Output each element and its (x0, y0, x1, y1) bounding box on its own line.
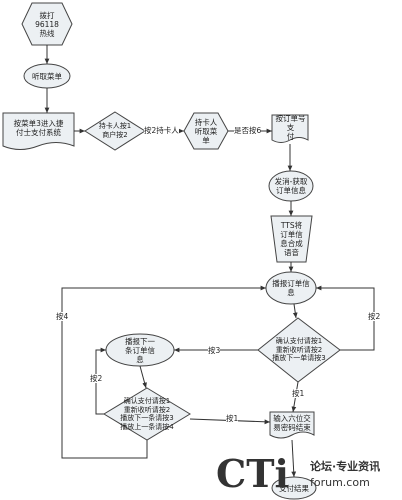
tts-shape (270, 215, 313, 263)
edge-next-confirm (139, 365, 147, 389)
edge-pin-result (291, 439, 297, 478)
play-next-shape (105, 333, 175, 367)
enter-order-shape (271, 114, 309, 143)
watermark-logo: CTi (216, 451, 289, 496)
label-press4-left: 按4 (56, 312, 69, 321)
label-press3: 按3 (208, 346, 221, 355)
watermark-line2: forum.com (310, 476, 370, 489)
watermark: CTi 论坛·专业资讯 forum.com (214, 452, 392, 498)
send-msg-shape (268, 170, 314, 202)
label-press2-right: 按2 (368, 312, 381, 321)
label-press1-mid: 按1 (292, 389, 305, 398)
confirm-main-shape (257, 317, 341, 383)
cardholder-menu-shape (183, 112, 229, 150)
edge-back-to-play (61, 285, 266, 459)
enter-pin-shape (269, 411, 315, 439)
listen-menu-shape (23, 63, 71, 89)
press3-shape (2, 112, 75, 150)
cardholder-check-shape (84, 111, 146, 151)
play-order-shape (265, 271, 317, 305)
watermark-line1: 论坛·专业资讯 (310, 460, 381, 473)
confirm-next-shape (103, 387, 191, 441)
label-press1-bottom: 按1 (226, 414, 239, 423)
edge-play-confirm (292, 303, 298, 319)
dial-shape (21, 2, 73, 46)
label-is-press6: 是否按6 (234, 126, 262, 135)
label-press2-left: 按2 (90, 374, 103, 383)
label-press2-cardholder: 按2持卡人 (144, 126, 179, 135)
